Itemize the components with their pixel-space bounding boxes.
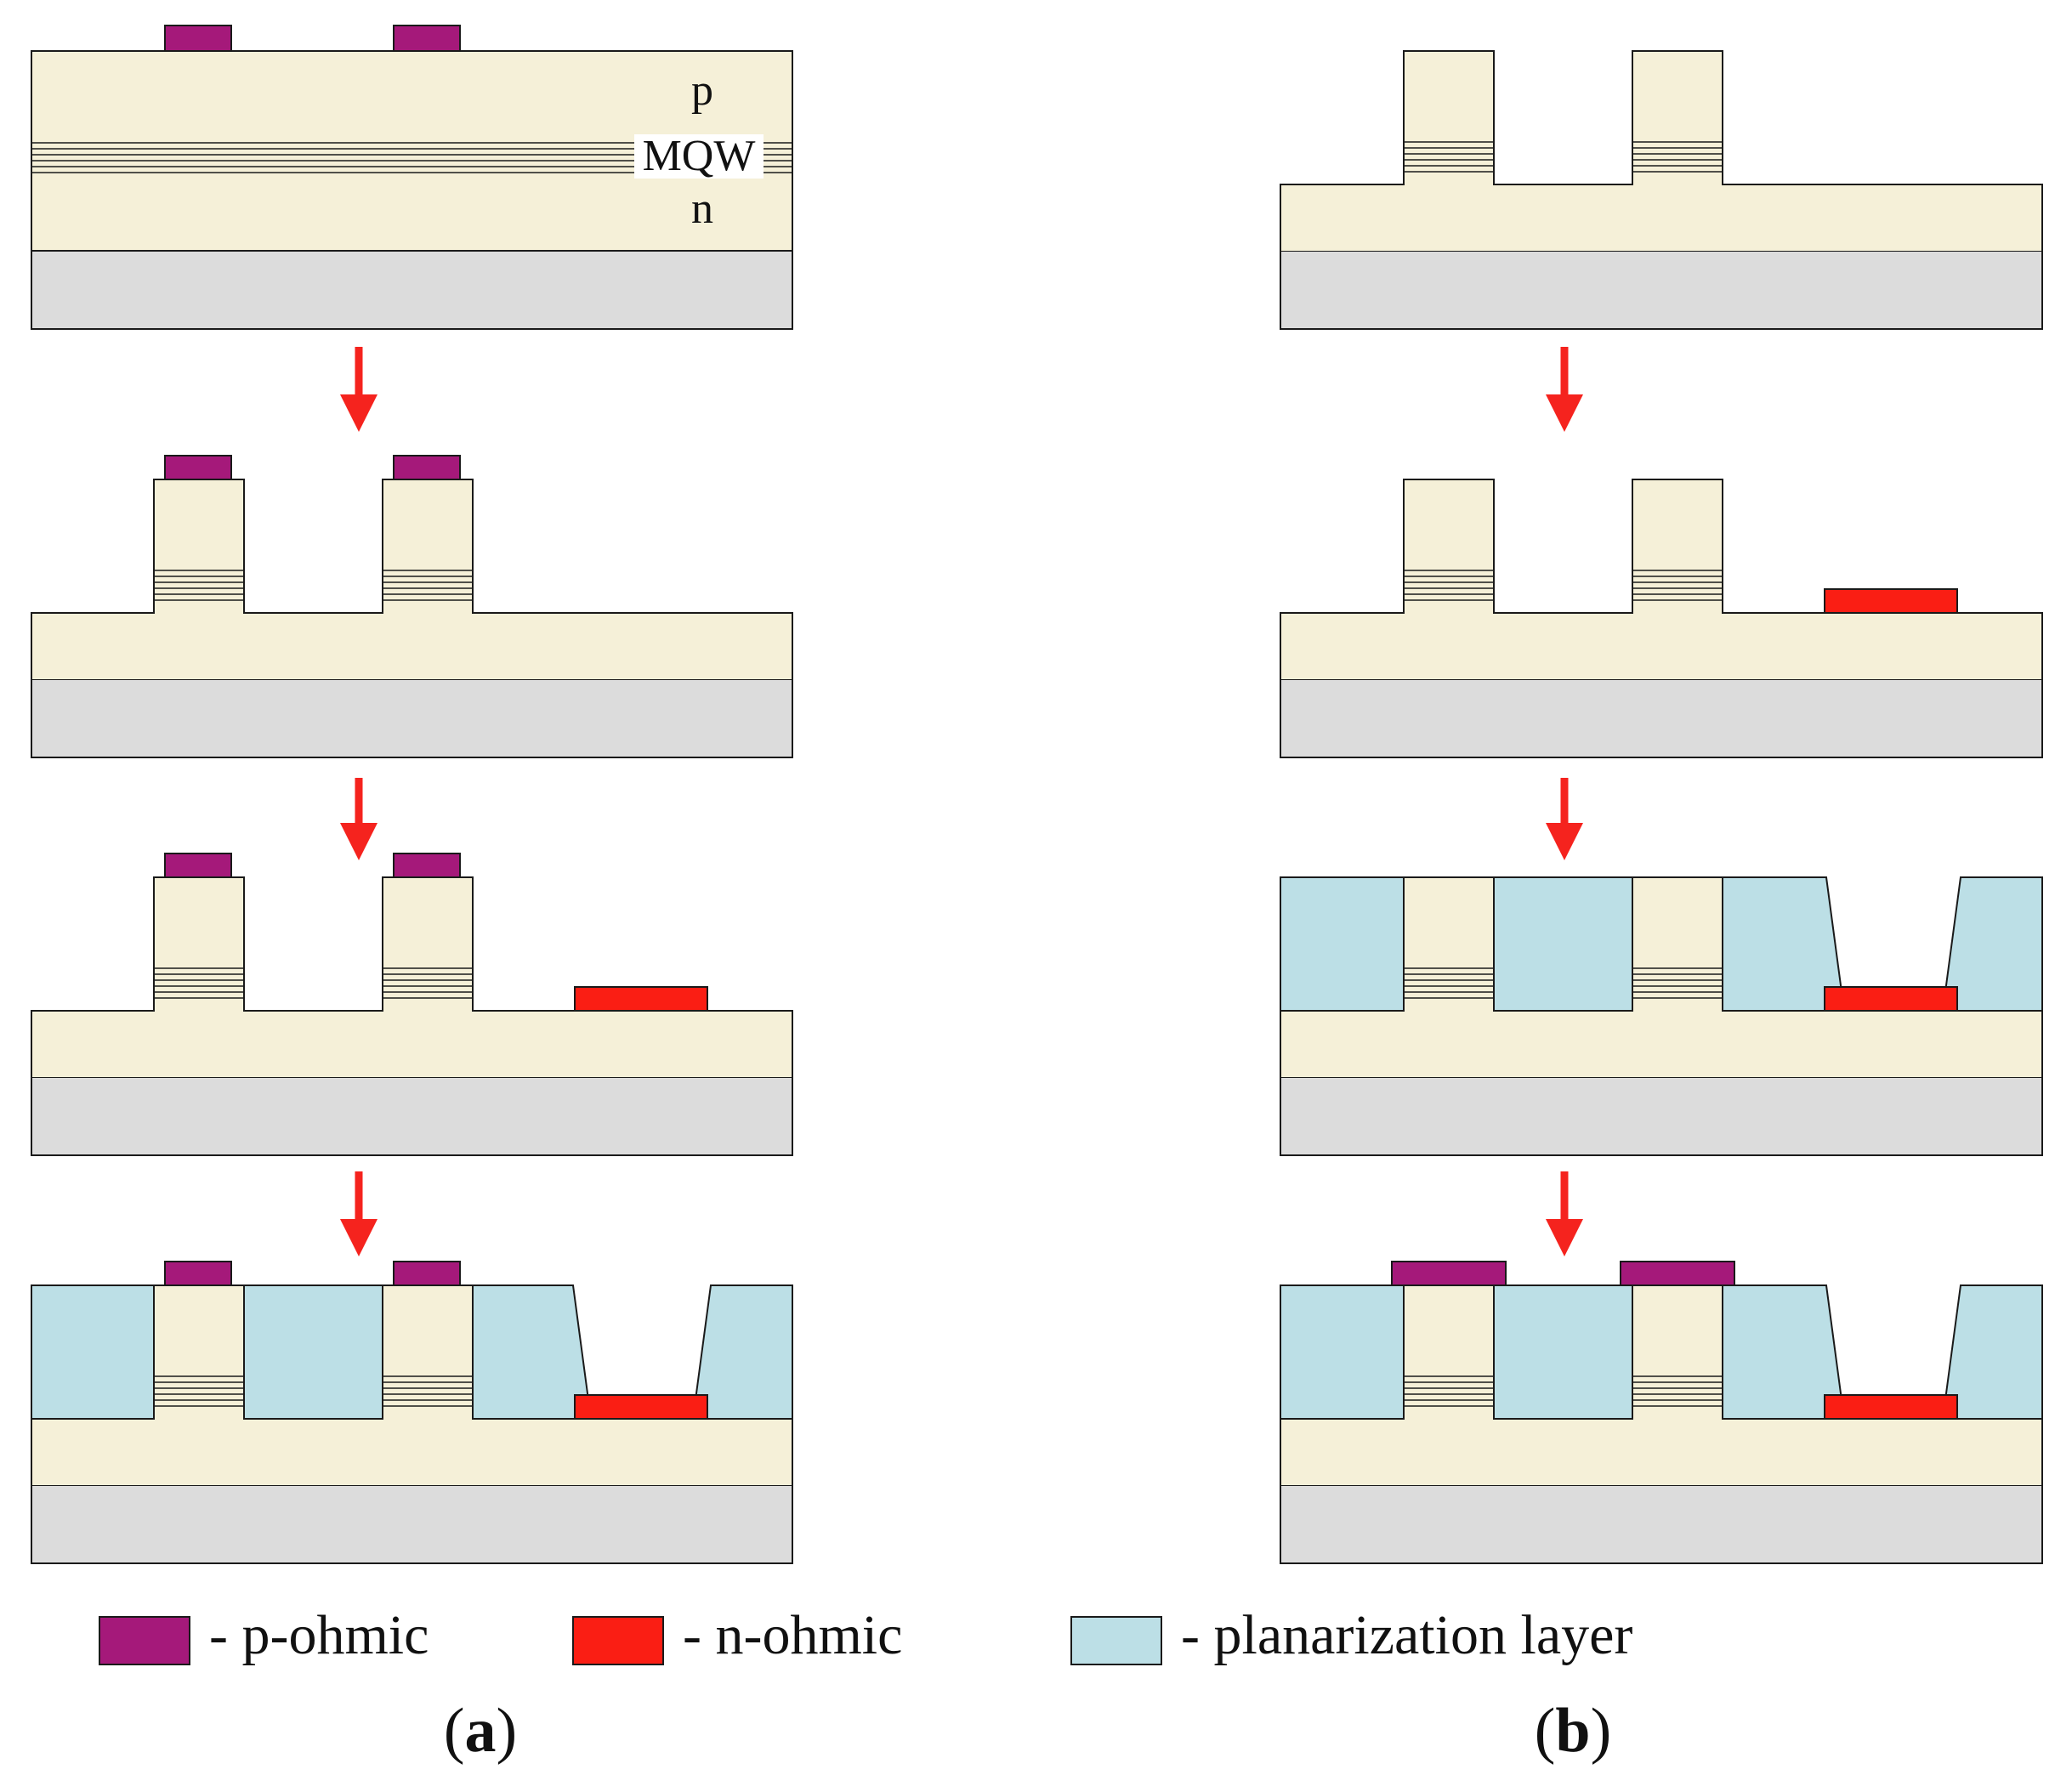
p-ohmic-contact <box>1620 1261 1735 1286</box>
mesa <box>1404 51 1494 184</box>
n-ohmic-contact <box>574 1394 708 1420</box>
layer-labels: p MQW n <box>634 66 764 233</box>
process-arrow-a-1 <box>340 347 378 432</box>
process-arrow-b-3 <box>1546 1171 1583 1256</box>
p-ohmic-contact <box>164 853 232 878</box>
mesa <box>1632 479 1723 613</box>
panel-a-step-3 <box>31 853 793 1156</box>
process-arrow-a-2 <box>340 778 378 860</box>
legend-label-n-ohmic: - n-ohmic <box>683 1604 902 1666</box>
p-ohmic-contact <box>164 1261 232 1286</box>
panel-a-step-4 <box>31 1261 793 1564</box>
mesa <box>1404 1285 1494 1419</box>
planarization-layer <box>1493 1284 1633 1420</box>
n-layer <box>31 1011 792 1077</box>
arrow-head <box>340 1219 378 1256</box>
n-layer <box>1280 1419 2042 1485</box>
n-layer-label: n <box>691 184 713 233</box>
legend-swatch-p-ohmic <box>99 1616 190 1665</box>
p-ohmic-contact <box>164 25 232 52</box>
substrate-layer <box>31 1076 793 1156</box>
p-ohmic-contact <box>393 25 461 52</box>
panel-label-b: (b) <box>1535 1696 1611 1766</box>
mesa <box>1632 51 1723 184</box>
process-arrow-b-2 <box>1546 778 1583 860</box>
n-ohmic-contact <box>1824 1394 1958 1420</box>
panel-a-step-2 <box>31 455 793 758</box>
substrate-layer <box>31 1484 793 1564</box>
legend: - p-ohmic - n-ohmic - planarization laye… <box>99 1604 1632 1666</box>
mqw-layer-label: MQW <box>643 132 756 180</box>
mesa <box>154 1285 244 1419</box>
mesa <box>1404 479 1494 613</box>
mesa <box>383 1285 473 1419</box>
planarization-layer <box>1280 876 1405 1012</box>
n-layer <box>1280 184 2042 251</box>
planarization-layer <box>472 1284 593 1420</box>
substrate-layer <box>1280 678 2043 758</box>
planarization-layer <box>1280 1284 1405 1420</box>
mesa <box>1632 1285 1723 1419</box>
p-ohmic-contact <box>393 1261 461 1286</box>
arrow-head <box>1546 1219 1583 1256</box>
n-ohmic-contact <box>574 986 708 1012</box>
n-layer <box>31 1419 792 1485</box>
n-ohmic-contact <box>1824 986 1958 1012</box>
p-ohmic-contact <box>393 853 461 878</box>
legend-label-p-ohmic: - p-ohmic <box>209 1604 429 1666</box>
mqw-label-background <box>634 134 764 179</box>
substrate-layer <box>31 250 793 330</box>
mesa <box>154 479 244 613</box>
arrow-head <box>340 394 378 432</box>
panel-b-step-2 <box>1280 479 2043 758</box>
p-layer-label: p <box>691 66 713 115</box>
substrate-layer <box>1280 250 2043 330</box>
arrow-head <box>1546 823 1583 860</box>
arrow-head <box>340 823 378 860</box>
process-arrow-b-1 <box>1546 347 1583 432</box>
substrate-layer <box>1280 1484 2043 1564</box>
mesa <box>1404 877 1494 1011</box>
n-layer <box>1280 1011 2042 1077</box>
panel-b-step-3 <box>1280 876 2043 1156</box>
panel-b-step-1 <box>1280 50 2043 330</box>
cross-section-outline <box>1280 50 2043 330</box>
p-ohmic-contact <box>393 455 461 480</box>
process-arrow-a-3 <box>340 1171 378 1256</box>
p-ohmic-contact <box>164 455 232 480</box>
arrow-head <box>1546 394 1583 432</box>
planarization-layer <box>1493 876 1633 1012</box>
n-layer <box>31 613 792 679</box>
planarization-layer <box>31 1284 155 1420</box>
mesa <box>383 479 473 613</box>
n-ohmic-contact <box>1824 588 1958 614</box>
panel-label-a: (a) <box>444 1696 517 1766</box>
mesa <box>1632 877 1723 1011</box>
substrate-layer <box>1280 1076 2043 1156</box>
p-ohmic-contact <box>1391 1261 1507 1286</box>
planarization-layer <box>243 1284 383 1420</box>
legend-swatch-n-ohmic <box>572 1616 664 1665</box>
n-layer <box>1280 613 2042 679</box>
mesa <box>154 877 244 1011</box>
panel-b-step-4 <box>1280 1261 2043 1564</box>
mesa <box>383 877 473 1011</box>
legend-label-planarization: - planarization layer <box>1181 1604 1632 1666</box>
substrate-layer <box>31 678 793 758</box>
legend-swatch-planarization <box>1070 1616 1162 1665</box>
